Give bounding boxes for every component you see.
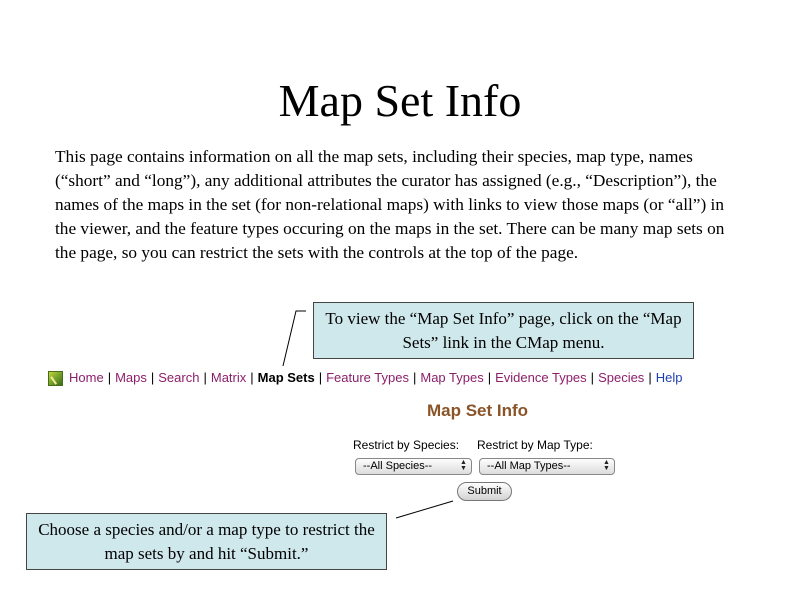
- nav-map-sets[interactable]: Map Sets: [257, 370, 315, 385]
- leader-line-bottom: [395, 500, 454, 519]
- nav-separator: |: [648, 370, 652, 385]
- nav-separator: |: [487, 370, 492, 385]
- nav-separator: |: [250, 370, 254, 385]
- nav-maps[interactable]: Maps: [115, 370, 147, 385]
- select-arrows-icon: ▲▼: [460, 459, 467, 472]
- species-filter-label: Restrict by Species:: [353, 438, 460, 452]
- map-type-select-value: --All Map Types--: [487, 460, 571, 472]
- nav-map-types[interactable]: Map Types: [420, 370, 484, 385]
- nav-separator: |: [107, 370, 112, 385]
- nav-evidence-types[interactable]: Evidence Types: [495, 370, 587, 385]
- nav-separator: |: [412, 370, 417, 385]
- nav-separator: |: [318, 370, 323, 385]
- map-type-filter-label: Restrict by Map Type:: [477, 438, 593, 452]
- nav-species[interactable]: Species: [598, 370, 645, 385]
- map-type-select[interactable]: --All Map Types-- ▲▼: [479, 458, 615, 475]
- cmap-menu: Home|Maps|Search|Matrix|Map Sets|Feature…: [48, 368, 682, 388]
- callout-submit-hint: Choose a species and/or a map type to re…: [26, 513, 387, 570]
- nav-separator: |: [150, 370, 155, 385]
- leader-line-top: [282, 310, 306, 367]
- cmap-logo-icon: [48, 370, 63, 386]
- nav-search[interactable]: Search: [158, 370, 200, 385]
- select-arrows-icon: ▲▼: [603, 459, 610, 472]
- nav-feature-types[interactable]: Feature Types: [326, 370, 409, 385]
- map-set-info-heading: Map Set Info: [427, 401, 529, 420]
- slide-title: Map Set Info: [278, 75, 522, 126]
- species-select-value: --All Species--: [363, 460, 433, 472]
- nav-matrix[interactable]: Matrix: [210, 370, 247, 385]
- species-select[interactable]: --All Species-- ▲▼: [355, 458, 472, 475]
- submit-button[interactable]: Submit: [457, 482, 512, 501]
- nav-separator: |: [590, 370, 595, 385]
- intro-paragraph: This page contains information on all th…: [55, 147, 725, 262]
- nav-separator: |: [203, 370, 207, 385]
- nav-help[interactable]: Help: [655, 370, 683, 385]
- callout-map-sets-hint: To view the “Map Set Info” page, click o…: [313, 302, 694, 359]
- nav-home[interactable]: Home: [69, 370, 104, 385]
